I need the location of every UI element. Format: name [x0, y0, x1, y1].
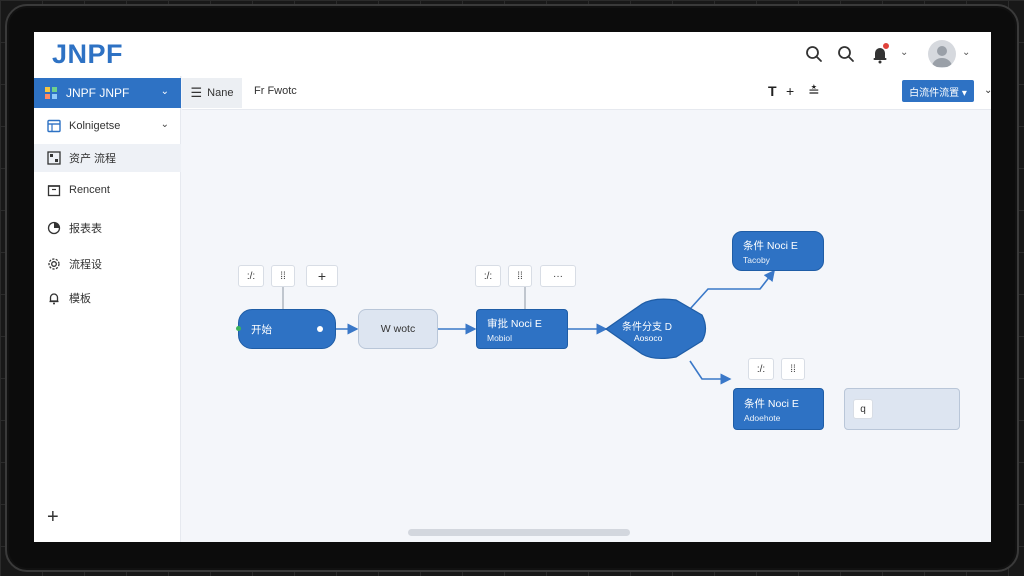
align-tool-icon[interactable]: ≛	[808, 83, 820, 99]
node-subtitle: Adoehote	[744, 412, 781, 423]
sidebar-item-label: Rencent	[69, 184, 110, 196]
add-button[interactable]: +	[47, 506, 59, 528]
node-title: 审批 Noci E	[487, 317, 542, 330]
app-screen: JNPF ⌄ ⌄	[34, 32, 991, 542]
start-node[interactable]: 开始	[238, 309, 336, 349]
sidebar-item-2[interactable]: Rencent	[34, 176, 181, 204]
node-control-button[interactable]: :/:	[238, 265, 264, 287]
node-title: 开始	[251, 323, 272, 336]
node-title: 条件 Noci E	[744, 397, 799, 410]
tab-model[interactable]: Fr Fwotc	[254, 85, 297, 97]
connector-arrow	[689, 269, 775, 310]
node-control-button[interactable]: :/:	[748, 358, 774, 380]
bell-icon[interactable]	[870, 44, 890, 64]
status-dot	[236, 326, 241, 331]
sidebar-item-label: 资产 流程	[69, 153, 117, 165]
search-icon[interactable]	[836, 44, 856, 64]
chevron-down-icon[interactable]: ⌄	[984, 85, 991, 96]
condition-node-title: 条件分支 D	[622, 322, 672, 333]
menu-icon: ☰	[190, 85, 203, 100]
sidebar-item-4[interactable]: 流程设	[34, 250, 181, 278]
top-header: JNPF ⌄ ⌄	[34, 32, 991, 76]
tab-name-label: Nane	[207, 87, 234, 99]
archive-icon	[47, 183, 61, 197]
node-icon: q	[853, 399, 873, 419]
node-control-button[interactable]: ⁞⁞	[781, 358, 805, 380]
node-subtitle: Mobiol	[487, 332, 513, 343]
node-control-button[interactable]: ⁞⁞	[508, 265, 532, 287]
node-subtitle: Tacoby	[743, 254, 770, 265]
node-control-button[interactable]: :/:	[475, 265, 501, 287]
sidebar: JNPF JNPF ⌄ Kolnigetse ⌄ 资产 流程 Rencent	[34, 76, 181, 542]
text-tool-icon[interactable]: T	[768, 83, 777, 99]
horizontal-scrollbar[interactable]	[408, 529, 630, 536]
sidebar-item-5[interactable]: 模板	[34, 284, 181, 312]
gear-icon	[47, 257, 61, 271]
table-icon	[47, 119, 61, 133]
sidebar-project-selector[interactable]: JNPF JNPF ⌄	[34, 78, 181, 108]
notification-dot	[882, 42, 890, 50]
sidebar-item-label: 流程设	[69, 259, 102, 271]
chevron-down-icon[interactable]: ⌄	[962, 47, 971, 58]
sidebar-item-label: 报表表	[69, 223, 102, 235]
flow-canvas[interactable]: :/: ⁞⁞ + :/: ⁞⁞ ··· :/: ⁞⁞ 开始 W wotc 审批 …	[182, 111, 991, 542]
grid-icon	[47, 151, 61, 165]
app-grid-icon	[45, 87, 57, 99]
node-control-button[interactable]: ⁞⁞	[271, 265, 295, 287]
app-logo: JNPF	[52, 39, 124, 69]
bell-icon	[47, 291, 61, 305]
end-node[interactable]: q	[844, 388, 960, 430]
branch-node-top[interactable]: 条件 Noci E Tacoby	[732, 231, 824, 271]
editor-toolbar: ☰ Nane Fr Fwotc T + ≛ 白流件流置 ▾ ⌄	[182, 76, 991, 110]
search-icon[interactable]	[804, 44, 824, 64]
condition-node-shape[interactable]	[604, 298, 707, 360]
publish-button[interactable]: 白流件流置 ▾	[902, 80, 974, 102]
branch-node-bottom[interactable]: 条件 Noci E Adoehote	[733, 388, 824, 430]
chevron-down-icon: ⌄	[160, 119, 169, 130]
condition-node-subtitle: Aosoco	[634, 333, 663, 343]
sidebar-project-label: JNPF JNPF	[66, 86, 130, 100]
chart-icon	[47, 221, 61, 235]
node-title: 条件 Noci E	[743, 239, 798, 252]
node-port	[317, 326, 323, 332]
avatar[interactable]	[928, 40, 956, 68]
add-node-button[interactable]: +	[306, 265, 338, 287]
connector-arrow	[689, 360, 732, 385]
sidebar-item-1[interactable]: 资产 流程	[34, 144, 181, 172]
sidebar-item-label: Kolnigetse	[69, 120, 121, 132]
add-tool-icon[interactable]: +	[786, 83, 795, 99]
sidebar-item-0[interactable]: Kolnigetse ⌄	[34, 112, 181, 140]
more-button[interactable]: ···	[540, 265, 576, 287]
user-icon	[932, 46, 952, 67]
sidebar-item-3[interactable]: 报表表	[34, 214, 181, 242]
chevron-down-icon: ⌄	[160, 86, 169, 97]
chevron-down-icon[interactable]: ⌄	[900, 47, 909, 58]
tab-name[interactable]: ☰ Nane	[182, 78, 242, 108]
approval-node[interactable]: 审批 Noci E Mobiol	[476, 309, 568, 349]
node-title: W wotc	[380, 323, 416, 335]
sidebar-item-label: 模板	[69, 293, 91, 305]
task-node[interactable]: W wotc	[358, 309, 438, 349]
